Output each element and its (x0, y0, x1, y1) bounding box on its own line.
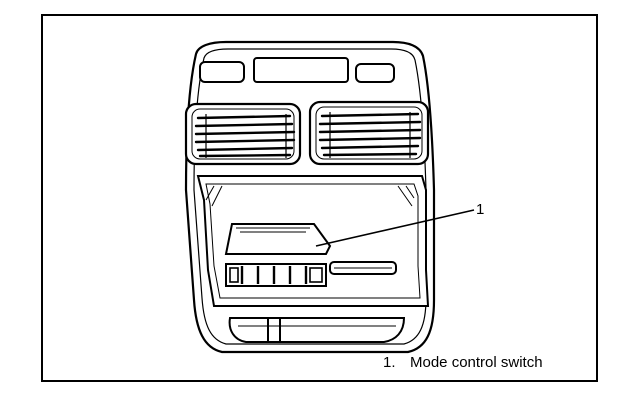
mode-control-switch (224, 223, 332, 255)
figure-frame (41, 14, 598, 382)
air-vent-left (184, 102, 302, 166)
hazard-button-left (199, 61, 245, 83)
bottom-tray (228, 317, 406, 343)
clock-display (253, 57, 349, 83)
callout-1-number: 1 (476, 201, 484, 218)
rear-defrost-slot (329, 261, 397, 275)
center-panel-bezel (184, 40, 436, 354)
legend-item-1-label: Mode control switch (410, 354, 543, 371)
callout-1-leader (315, 209, 475, 247)
hazard-button-right (355, 63, 395, 83)
air-vent-right (308, 100, 430, 166)
climate-control-recess-inner (205, 183, 421, 299)
switch-button-row (225, 263, 327, 287)
legend-item-1-number: 1. (383, 354, 396, 371)
